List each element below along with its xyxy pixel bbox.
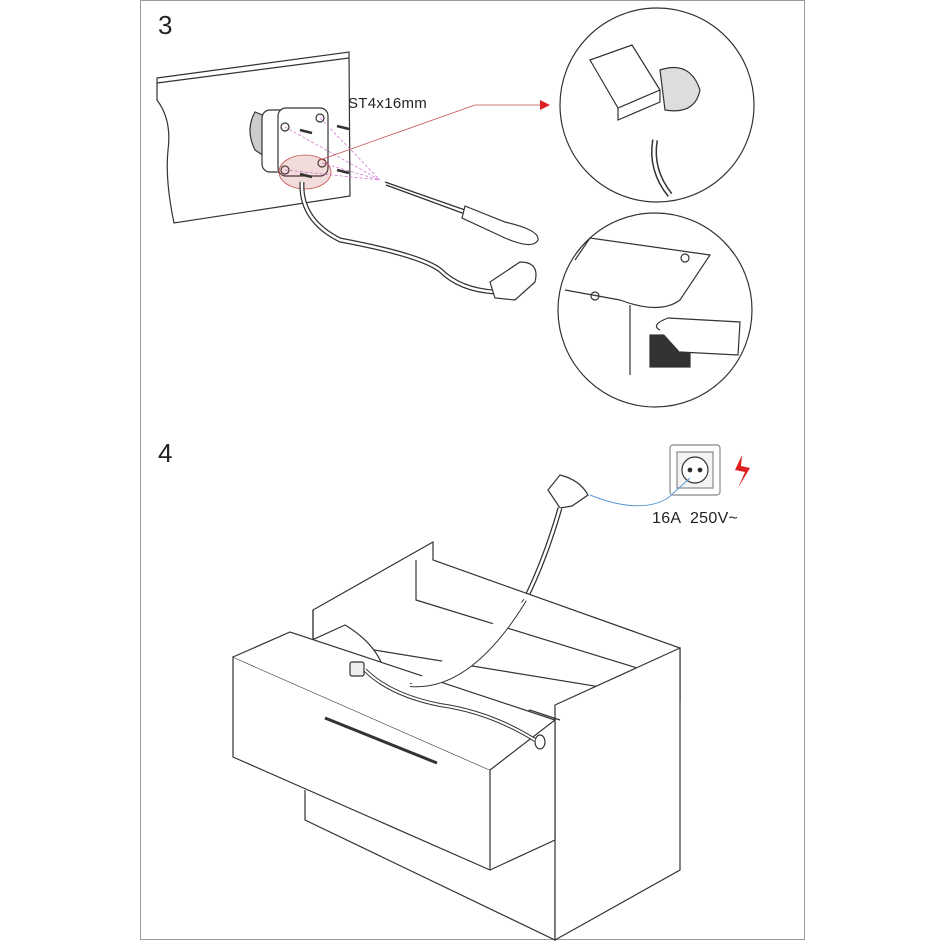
switch-box bbox=[349, 661, 365, 677]
power-cable bbox=[299, 181, 537, 301]
page-frame bbox=[140, 0, 805, 940]
guide-lines bbox=[284, 117, 381, 181]
plug-icon bbox=[489, 261, 537, 301]
callout-arrow bbox=[319, 104, 540, 161]
screwdriver bbox=[384, 181, 539, 246]
socket-rating-label: 16A 250V~ bbox=[652, 510, 739, 527]
callout-arrowhead bbox=[540, 100, 550, 110]
vanity-cabinet bbox=[232, 540, 681, 942]
junction-box bbox=[249, 107, 332, 190]
warning-bolt-icon bbox=[735, 455, 750, 488]
connection-line bbox=[589, 477, 691, 507]
detail-circle-bottom bbox=[557, 212, 753, 408]
socket-icon bbox=[669, 444, 721, 496]
step-4-number: 4 bbox=[158, 438, 173, 468]
plug-step4 bbox=[522, 474, 589, 602]
step-3-number: 3 bbox=[158, 10, 173, 40]
screws bbox=[299, 124, 350, 179]
detail-circle-top bbox=[559, 7, 755, 203]
screw-spec-label: ST4x16mm bbox=[348, 95, 428, 112]
